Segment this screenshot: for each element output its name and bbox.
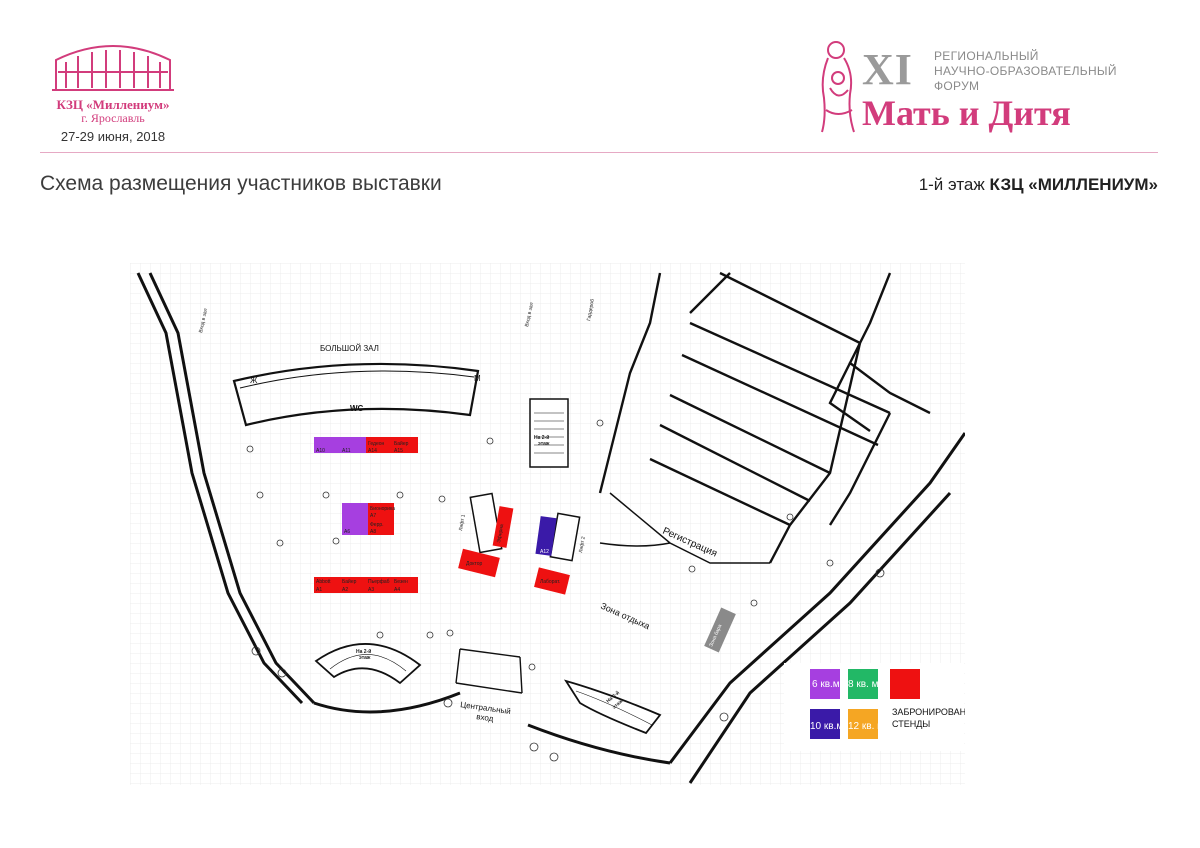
forum-line-3: ФОРУМ	[934, 79, 980, 93]
venue-city: г. Ярославль	[81, 111, 145, 125]
booth-a14-id: A14	[368, 448, 377, 454]
stair-center-label-2: этаж	[538, 441, 550, 447]
wc-label: WC	[350, 404, 364, 413]
booth-a1-id: A1	[316, 587, 322, 593]
booth-row-3: Abbott Байер Пьерфаб Безен A1 A2 A3 A4	[314, 577, 418, 593]
floor-label: 1-й этаж КЗЦ «МИЛЛЕНИУМ»	[919, 175, 1158, 195]
venue-building-icon	[52, 45, 174, 91]
booth-a9[interactable]	[458, 548, 500, 578]
booth-a12-id: A12	[540, 549, 549, 555]
registration-area	[599, 492, 770, 564]
legend-reserved-1: ЗАБРОНИРОВАННЫЕ	[892, 707, 965, 717]
booth-a12[interactable]	[535, 516, 557, 556]
floor-plan-map: БОЛЬШОЙ ЗАЛ WC Ж М Вход в зал Вход в зал…	[130, 263, 965, 785]
legend-swatch-10	[810, 709, 840, 739]
forum-line-2: НАУЧНО-ОБРАЗОВАТЕЛЬНЫЙ	[934, 64, 1117, 78]
legend-label-8: 8 кв. м	[848, 679, 879, 690]
booth-a4-id: A4	[394, 587, 400, 593]
lift-1-label: Лифт 1	[458, 514, 467, 532]
booth-a10-id: A10	[316, 448, 325, 454]
booth-a13[interactable]	[534, 567, 570, 595]
legend-label-6: 6 кв.м	[812, 679, 840, 690]
hall-entrance-left-label: Вход в зал	[198, 308, 209, 334]
booth-a8-id: A8	[370, 529, 376, 535]
floor-venue: КЗЦ «МИЛЛЕНИУМ»	[989, 175, 1158, 194]
legend-swatch-6	[810, 669, 840, 699]
lift-1	[469, 492, 503, 554]
booth-a4[interactable]	[392, 577, 418, 593]
central-entrance	[455, 648, 523, 694]
forum-line-1: РЕГИОНАЛЬНЫЙ	[934, 49, 1039, 63]
booth-a6[interactable]	[342, 503, 368, 535]
venue-name: КЗЦ «Миллениум»	[56, 97, 170, 112]
page-title: Схема размещения участников выставки	[40, 172, 442, 195]
booth-a7-name: Бионорика	[370, 506, 395, 512]
wc-female-label: Ж	[250, 376, 258, 385]
booth-center: A6 A7 A8 Бионорика Ферр.	[342, 503, 395, 535]
floor-prefix: 1-й этаж	[918, 175, 985, 194]
forum-number: XI	[862, 45, 913, 94]
booth-a14[interactable]	[366, 437, 392, 453]
venue-logo-block: КЗЦ «Миллениум» г. Ярославль 27-29 июня,…	[28, 38, 198, 144]
stair-center	[529, 398, 569, 468]
legend-swatch-8	[848, 669, 878, 699]
booth-a15[interactable]	[392, 437, 418, 453]
booth-a7-id: A7	[370, 513, 376, 519]
legend-label-12: 12 кв. м	[848, 721, 884, 732]
booth-a15-id: A15	[394, 448, 403, 454]
booth-a13-name: Лаборат.	[540, 579, 560, 585]
booth-a14-name: Гедеон	[368, 441, 385, 447]
hall-entrance-right-label: Вход в зал	[524, 302, 535, 328]
legend: 6 кв.м 8 кв. м 10 кв.м 12 кв. м ЗАБРОНИР…	[784, 663, 965, 751]
event-dates: 27-29 июня, 2018	[60, 129, 166, 144]
legend-label-10: 10 кв.м	[810, 721, 843, 732]
booth-a3[interactable]	[366, 577, 392, 593]
booth-a8[interactable]	[368, 519, 394, 535]
legend-swatch-reserved	[890, 669, 920, 699]
booth-lift-left: Эфирна Доктор	[458, 506, 514, 578]
stair-left-label-1: На 2-й	[356, 648, 371, 655]
stair-right	[563, 679, 662, 735]
booth-a9-name: Доктор	[466, 561, 482, 567]
lift-2-label: Лифт 2	[578, 536, 587, 554]
booth-a6-id: A6	[344, 529, 350, 535]
rooms-right	[598, 271, 931, 564]
booth-a8-name: Ферр.	[370, 522, 384, 528]
mother-child-icon	[821, 41, 855, 133]
legend-swatch-12	[848, 709, 878, 739]
booth-row-1: A10 A11 A14 A15 Гедеон Байер	[314, 437, 418, 454]
central-entrance-label-2: вход	[476, 712, 495, 723]
booth-a11-id: A11	[342, 448, 351, 454]
wc-male-label: М	[474, 374, 481, 383]
header-divider	[40, 152, 1158, 153]
booth-a5-name: Эфирна	[496, 524, 505, 544]
bar-zone	[704, 607, 736, 653]
wc-block	[232, 362, 480, 427]
legend-reserved-2: СТЕНДЫ	[892, 719, 930, 729]
booth-a10[interactable]	[314, 437, 340, 453]
booth-a2-id: A2	[342, 587, 348, 593]
booth-a4-name: Безен	[394, 579, 408, 585]
booth-a2[interactable]	[340, 577, 366, 593]
booth-a1-name: Abbott	[316, 579, 331, 585]
booth-lift-right: A12 Лаборат.	[534, 516, 570, 595]
booth-a2-name: Байер	[342, 578, 357, 585]
booth-a15-name: Байер	[394, 440, 409, 447]
stair-left-label-2: этаж	[359, 655, 371, 661]
booth-a5[interactable]	[492, 506, 514, 548]
booth-a7[interactable]	[368, 503, 394, 519]
stair-center-label-1: На 2-й	[534, 434, 549, 441]
stair-left	[314, 643, 422, 685]
forum-name: Мать и Дитя	[862, 93, 1071, 133]
outer-walls	[136, 272, 965, 784]
wardrobe-label: Гардероб	[586, 299, 596, 322]
big-hall-label: БОЛЬШОЙ ЗАЛ	[320, 344, 379, 353]
booth-a3-id: A3	[368, 587, 374, 593]
booth-a1[interactable]	[314, 577, 340, 593]
columns	[246, 419, 885, 762]
booth-a11[interactable]	[340, 437, 366, 453]
booth-a3-name: Пьерфаб	[368, 579, 390, 585]
